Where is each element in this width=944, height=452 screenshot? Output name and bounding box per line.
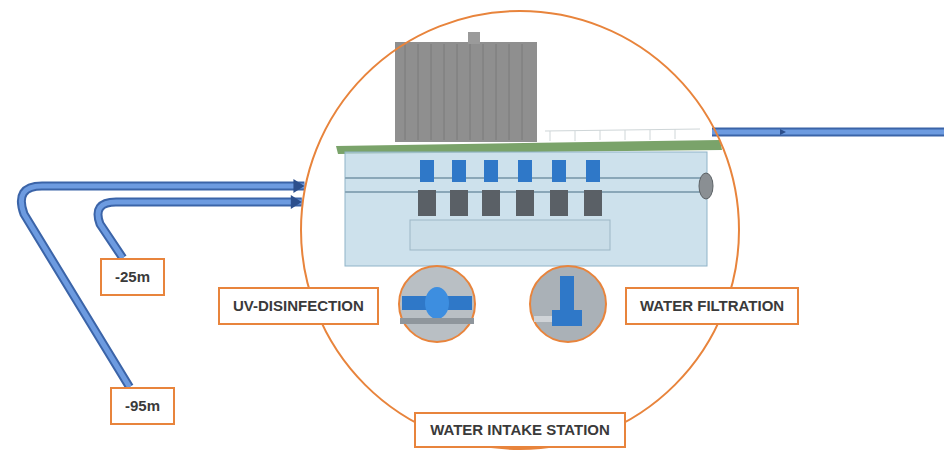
flow-chevron xyxy=(780,129,786,135)
station-circle: WATER INTAKE STATIONUV-DISINFECTIONWATER… xyxy=(300,10,740,450)
uv-photo xyxy=(399,266,475,342)
label-text: -25m xyxy=(115,268,150,286)
underground-chamber xyxy=(345,152,707,266)
pipe-stroke xyxy=(98,202,302,258)
label-text: UV-DISINFECTION xyxy=(233,297,364,315)
circle-outline xyxy=(300,10,740,450)
arrow-head xyxy=(293,179,304,193)
process-label: UV-DISINFECTION xyxy=(218,287,379,325)
process-label: WATER FILTRATION xyxy=(625,287,799,325)
intake-pipe xyxy=(98,195,302,258)
roof-unit xyxy=(468,32,480,44)
depth-label: -95m xyxy=(110,387,175,425)
arrow-head xyxy=(291,195,302,209)
railing xyxy=(545,129,700,141)
filtration-photo xyxy=(530,266,606,342)
depth-label: -25m xyxy=(100,258,165,296)
pipe-opening xyxy=(699,173,713,199)
pump-row xyxy=(410,160,610,250)
station-title: WATER INTAKE STATION xyxy=(414,412,626,448)
pipe-stroke xyxy=(98,202,302,258)
outlet-pipe xyxy=(712,128,944,137)
building xyxy=(395,42,537,142)
label-text: WATER FILTRATION xyxy=(640,297,784,315)
building-cladding xyxy=(405,44,522,140)
intake-pipe xyxy=(21,179,304,387)
label-text: -95m xyxy=(125,397,160,415)
outlet-pipe-core xyxy=(712,130,944,135)
